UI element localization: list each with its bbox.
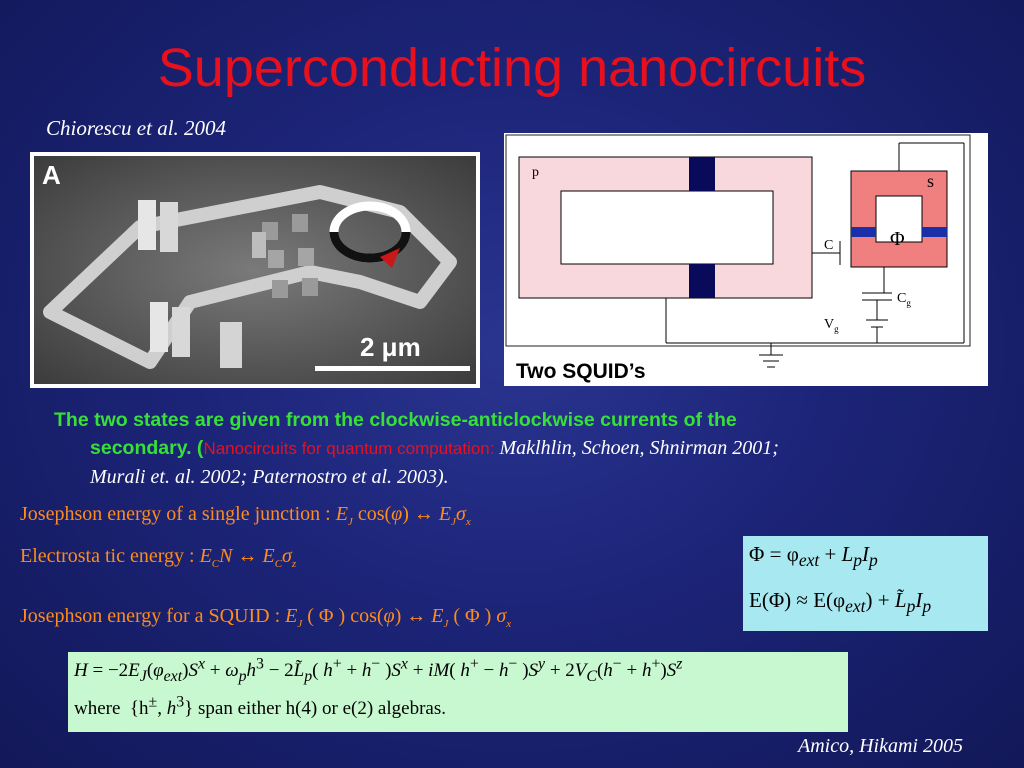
citation-amico: Amico, Hikami 2005 xyxy=(798,735,963,757)
scale-label: 2 μm xyxy=(360,332,421,362)
flux-eq-1: Φ = φext + LpIp xyxy=(749,542,878,571)
states-citation-1: Maklhlin, Schoen, Shnirman 2001; xyxy=(494,437,779,459)
label-primary: p xyxy=(532,165,539,180)
label-phi: Φ xyxy=(890,228,905,250)
hamiltonian-where: where {h±, h3} span either h(4) or e(2) … xyxy=(74,693,446,719)
flux-equations-box: Φ = φext + LpIp E(Φ) ≈ E(φext) + L̃pIp xyxy=(743,536,988,631)
slide-title: Superconducting nanocircuits xyxy=(157,38,867,98)
hamiltonian-box: H = −2EJ(φext)Sx + ωph3 − 2L̃p( h+ + h− … xyxy=(68,652,848,732)
schematic-caption: Two SQUID’s xyxy=(516,360,646,383)
eq-josephson-squid: Josephson energy for a SQUID : EJ ( Φ ) … xyxy=(20,605,512,630)
label-c: C xyxy=(824,238,834,253)
eq-electrostatic: Electrosta tic energy : ECN ↔ ECσz xyxy=(20,545,297,570)
states-line-1: The two states are given from the clockw… xyxy=(54,409,737,431)
states-paragraph: The two states are given from the clockw… xyxy=(54,406,1014,491)
label-secondary: s xyxy=(927,171,935,191)
squid-schematic: p s Φ C Cg Vg Two SQUID’s xyxy=(504,133,988,386)
eq-josephson-single: Josephson energy of a single junction : … xyxy=(20,503,471,528)
states-red-text: Nanocircuits for quantum computation: xyxy=(203,439,495,458)
states-line-2: secondary. (Nanocircuits for quantum com… xyxy=(90,437,779,459)
flux-eq-2: E(Φ) ≈ E(φext) + L̃pIp xyxy=(749,588,932,617)
label-vg: Vg xyxy=(824,317,839,334)
micrograph-image: A 2 μm xyxy=(30,152,480,388)
image-panel-label: A xyxy=(42,160,61,190)
citation-chiorescu: Chiorescu et al. 2004 xyxy=(46,116,227,140)
label-cg: Cg xyxy=(897,291,911,308)
hamiltonian-eq: H = −2EJ(φext)Sx + ωph3 − 2L̃p( h+ + h− … xyxy=(74,655,683,685)
states-citation-2: Murali et. al. 2002; Paternostro et al. … xyxy=(90,466,449,488)
